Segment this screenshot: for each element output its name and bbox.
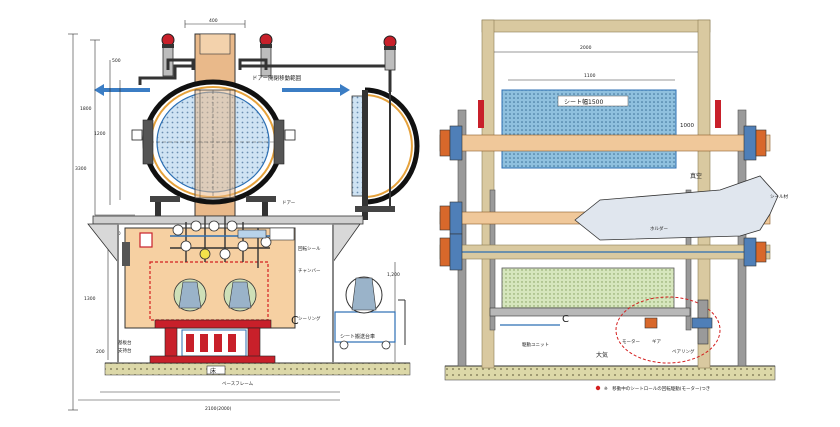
gear-label: ギア — [652, 339, 661, 345]
frame-top — [481, 19, 711, 33]
dim-right: 1000 — [680, 123, 694, 129]
dim-inner-width: 1100 — [584, 73, 596, 79]
motor-label: モーター — [622, 338, 640, 345]
c-mark-left: C — [291, 314, 299, 327]
left-ground — [104, 362, 411, 376]
c-mark-right: C — [562, 314, 569, 325]
right-ground — [444, 365, 776, 381]
sheet-width-label: シート幅1500 — [564, 98, 603, 106]
bottom-note-2: 支持台 — [118, 347, 132, 354]
dim-lower-height: 1300 — [84, 296, 96, 302]
dim-right-height: 1,200 — [387, 272, 400, 278]
bottom-left-note: 駆動ユニット — [522, 341, 549, 348]
red-base — [149, 319, 276, 364]
dim-vessel-side: 1200 — [94, 131, 106, 137]
rod-label: シール材 — [770, 193, 788, 200]
door-move-arrows — [94, 84, 350, 96]
door-move-label: ドアー開閉移動範囲 — [252, 74, 302, 82]
side-note-1: 回転シール — [298, 246, 321, 252]
base-note: ベースフレーム — [222, 381, 254, 387]
lower-cart — [501, 267, 675, 309]
left-drawing: ドアー開閉移動範囲 — [68, 18, 420, 412]
dim-small-side-2: 200 — [96, 349, 105, 355]
side-note-3: シーリング — [298, 315, 321, 322]
footnote: ※ 移動中のシートロールの回転駆動(モーター)つき — [604, 385, 710, 392]
holder-arm — [574, 175, 779, 241]
left-rollers — [173, 278, 257, 312]
lower-valves — [172, 220, 272, 260]
upper-shaft — [439, 134, 771, 152]
right-drawing: 2000 1100 シート幅1500 1000 真空 シール材 — [439, 19, 788, 392]
dim-top-width: 400 — [209, 18, 218, 24]
atmosphere-label: 大気 — [596, 351, 608, 359]
dim-total-width: 2000 — [580, 45, 592, 51]
door-lid-label: ドアー — [282, 200, 296, 206]
vacuum-label: 真空 — [690, 172, 702, 180]
opened-door — [364, 87, 420, 205]
sheet-cart — [334, 311, 396, 343]
side-note-2: チャンバー — [298, 268, 321, 274]
drive-callout — [615, 296, 721, 364]
bearing-label: ベアリング — [672, 348, 695, 355]
dim-overall-height: 3300 — [75, 166, 87, 172]
arm-label: ホルダー — [650, 225, 668, 232]
sheet-cart-label: シート搬送台車 — [340, 333, 375, 340]
dim-bottom-width: 2100(2000) — [205, 406, 232, 412]
dim-base-height: 500 — [112, 58, 121, 64]
bottom-note-1: 基板台 — [118, 339, 132, 346]
dim-vessel-height: 1800 — [80, 106, 92, 112]
left-dimensions — [68, 20, 396, 411]
floor-label: 床 — [210, 367, 216, 375]
